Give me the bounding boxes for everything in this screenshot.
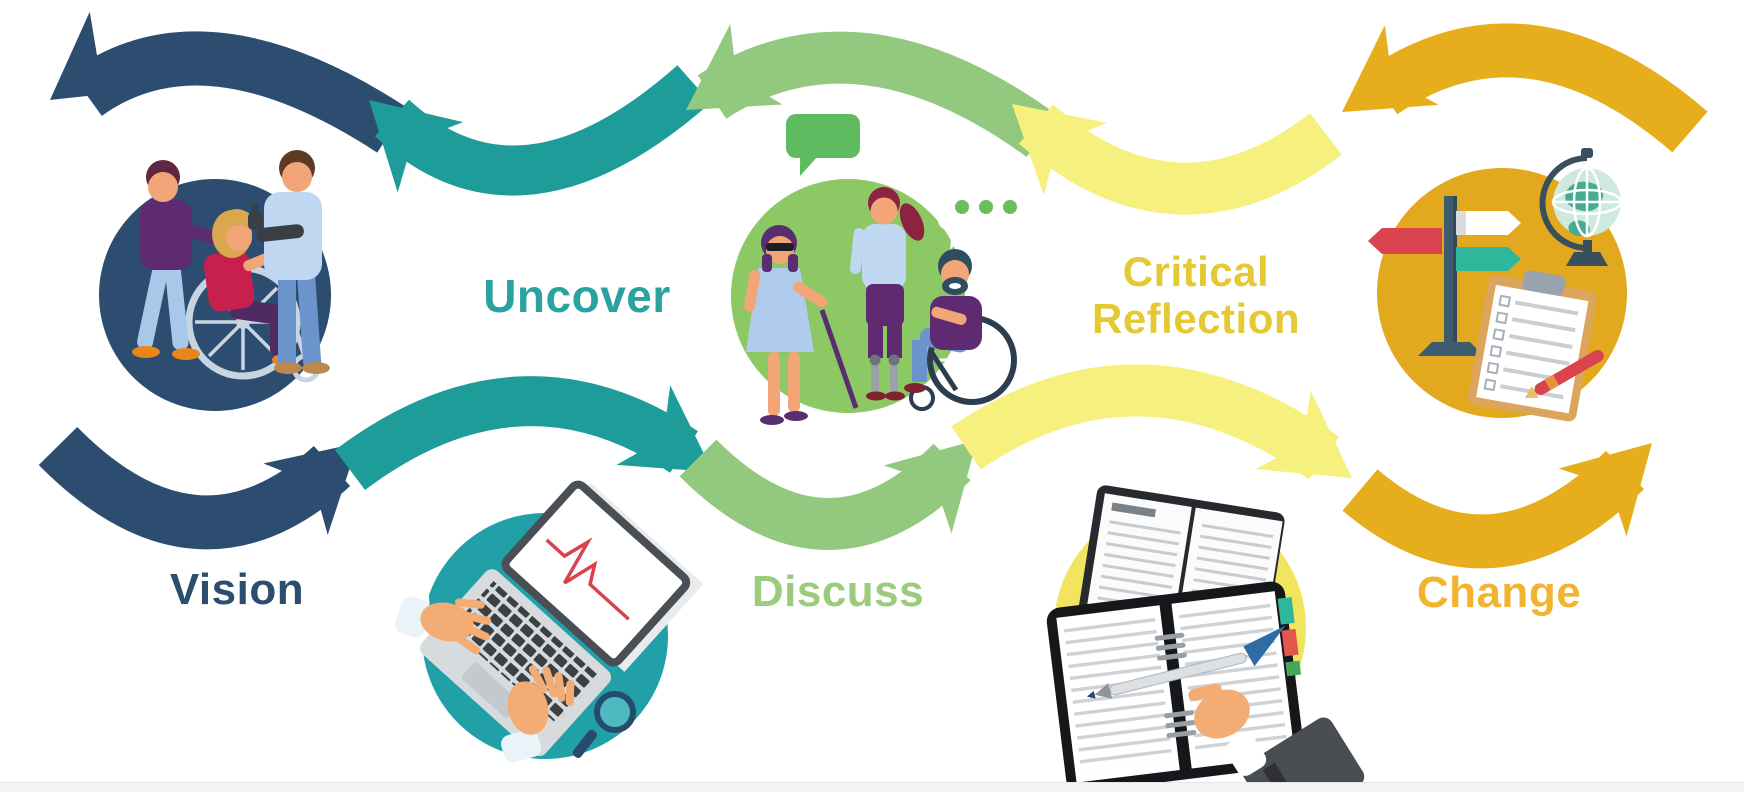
tab-teal <box>1277 597 1295 625</box>
discuss-illustration <box>731 114 1034 425</box>
arrow-gold-bottom <box>1342 443 1652 569</box>
arrow-pale-yellow-top <box>1012 104 1342 215</box>
flow-ribbon-bottom <box>38 364 1652 569</box>
person-prosthetic-arm-icon <box>248 150 330 374</box>
arrowhead <box>686 23 783 110</box>
globe-icon <box>1539 148 1623 266</box>
label-reflection: Reflection <box>1092 295 1300 342</box>
arrowhead <box>616 385 713 472</box>
writing-hand-icon <box>1086 625 1365 792</box>
uncover-illustration <box>380 480 704 784</box>
label-critical: Critical <box>1123 248 1269 295</box>
critical-reflection-illustration <box>1368 148 1627 422</box>
label-change: Change <box>1417 568 1581 617</box>
arrow-teal-top <box>369 65 711 196</box>
arrowhead <box>369 100 464 193</box>
arrow-teal-bottom <box>334 376 713 491</box>
arrowhead <box>1012 104 1107 196</box>
arrowhead <box>1558 443 1652 537</box>
blind-person-icon <box>743 225 859 425</box>
signpost-icon <box>1368 196 1521 356</box>
tab-green <box>1285 660 1302 677</box>
wheelchair-user-icon <box>203 209 296 366</box>
arrowhead <box>1342 25 1439 112</box>
arrow-navy-bottom <box>38 426 358 550</box>
arrow-gold-top <box>1342 23 1708 153</box>
flow-ribbon-top <box>50 11 1708 215</box>
person-prosthetic-legs-icon <box>849 187 925 401</box>
arrow-pale-yellow-bottom <box>951 364 1352 480</box>
change-illustration <box>1046 485 1365 792</box>
arrowhead <box>883 440 977 534</box>
speech-bubble-dots-icon <box>938 184 1034 250</box>
heartbeat-line-icon <box>545 537 630 621</box>
label-uncover: Uncover <box>483 270 671 322</box>
arrowhead <box>263 443 358 535</box>
tab-red <box>1281 628 1299 657</box>
typing-hand-bottom-icon <box>501 665 575 763</box>
person-pushing-icon <box>132 160 237 360</box>
label-discuss: Discuss <box>752 567 924 616</box>
vision-illustration <box>99 150 331 411</box>
paper-sheet <box>466 744 540 784</box>
wheelchair-man-icon <box>904 249 1017 411</box>
binder-rings <box>1154 632 1197 739</box>
red-pen-icon <box>1524 350 1604 399</box>
typing-hand-left-icon <box>395 596 492 655</box>
arrowhead <box>50 11 147 100</box>
magnifier-icon <box>572 691 636 758</box>
stage-labels: Vision Uncover Discuss Critical Reflecti… <box>170 248 1581 617</box>
label-vision: Vision <box>170 565 304 614</box>
arrow-green-top <box>686 23 1058 158</box>
arrowhead <box>1255 390 1352 478</box>
arrow-green-bottom <box>679 439 977 550</box>
pen-icon <box>1086 625 1286 699</box>
footer-strip <box>0 782 1744 792</box>
arrow-navy-top <box>50 11 407 153</box>
speech-bubble-icon <box>786 114 860 176</box>
